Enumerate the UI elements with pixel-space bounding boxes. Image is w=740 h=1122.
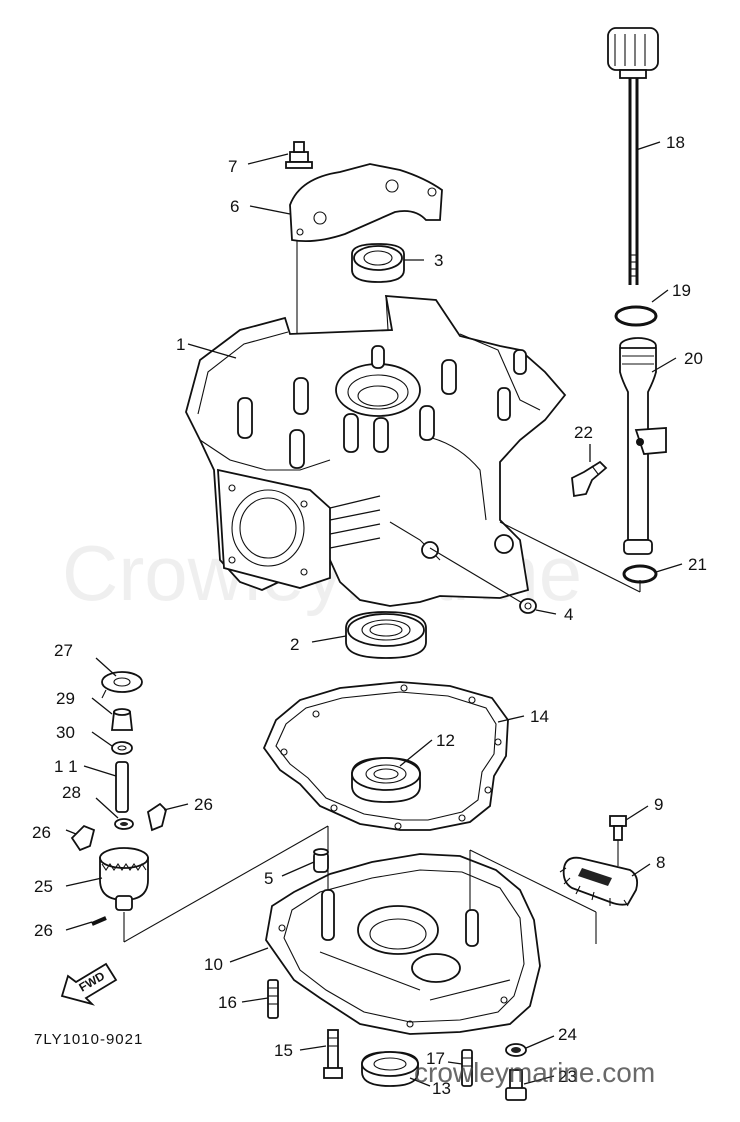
part-25-gear <box>99 847 149 911</box>
callout-7: 7 <box>228 157 237 176</box>
part-26-clip-right <box>146 802 167 832</box>
callout-13: 13 <box>432 1079 451 1098</box>
callout-28: 27 <box>54 641 73 660</box>
callout-26-left: 26 <box>32 823 51 842</box>
part-16-stud <box>267 979 279 1019</box>
part-15-bolt <box>323 1029 343 1079</box>
callout-5: 5 <box>264 869 273 888</box>
part-28-washer <box>101 671 143 699</box>
watermark-url: crowleymarine.com <box>414 1057 655 1088</box>
callout-20: 20 <box>684 349 703 368</box>
callout-22: 22 <box>574 423 593 442</box>
callout-10: 10 <box>204 955 223 974</box>
callout-6: 6 <box>230 197 239 216</box>
part-14-gasket <box>262 681 509 831</box>
callout-18: 18 <box>666 133 685 152</box>
part-29-washer <box>114 818 134 830</box>
part-7-bolt <box>285 141 313 169</box>
part-21-o-ring <box>622 564 658 584</box>
callout-8: 8 <box>656 853 665 872</box>
callout-23: 23 <box>558 1067 577 1086</box>
diagram-code: 7LY1010-9021 <box>34 1031 143 1048</box>
callout-14: 14 <box>530 707 549 726</box>
part-1-crankcase <box>185 295 567 607</box>
part-3-oil-seal <box>351 243 405 283</box>
callout-labels: 7 6 3 1 18 19 20 22 21 4 2 27 29 30 1 1 … <box>32 133 707 1098</box>
part-6-bracket-plate <box>289 163 443 243</box>
part-5-dowel <box>313 848 329 873</box>
callout-12: 12 <box>436 731 455 750</box>
part-20-oil-filler-tube <box>619 337 667 555</box>
callout-31: 30 <box>56 723 75 742</box>
callout-4: 4 <box>564 605 573 624</box>
part-9-bolt <box>609 815 627 841</box>
part-11-shaft <box>115 761 129 813</box>
callout-30: 29 <box>56 689 75 708</box>
part-12-bearing <box>351 757 421 803</box>
part-19-o-ring <box>614 305 658 327</box>
callout-3: 3 <box>434 251 443 270</box>
part-13-oil-seal <box>361 1051 419 1087</box>
callout-19: 19 <box>672 281 691 300</box>
callout-26-right: 26 <box>194 795 213 814</box>
callout-29: 28 <box>62 783 81 802</box>
callout-16: 16 <box>218 993 237 1012</box>
part-27-pin <box>91 916 107 926</box>
leader-lines <box>65 141 683 1087</box>
part-17-stud <box>461 1049 473 1087</box>
part-8-gear <box>559 856 639 907</box>
part-30-cap <box>110 708 134 731</box>
fwd-arrow-icon: FWD <box>60 962 118 1006</box>
callout-9: 9 <box>654 795 663 814</box>
part-26-clip-left <box>70 824 96 852</box>
part-2-bearing <box>345 611 427 659</box>
part-4-nut <box>519 598 537 614</box>
part-24-washer <box>505 1043 527 1057</box>
part-10-crankcase-cover <box>265 853 541 1035</box>
callout-24: 24 <box>558 1025 577 1044</box>
callout-25: 25 <box>34 877 53 896</box>
callout-15: 15 <box>274 1041 293 1060</box>
callout-1: 1 <box>176 335 185 354</box>
part-18-dipstick <box>607 27 659 285</box>
part-22-bolt <box>571 460 608 498</box>
callout-2: 2 <box>290 635 299 654</box>
callout-17: 17 <box>426 1049 445 1068</box>
callout-11: 1 1 <box>54 757 78 776</box>
part-23-drain-plug <box>505 1069 527 1101</box>
part-31-washer <box>111 741 133 755</box>
callout-21: 21 <box>688 555 707 574</box>
callout-27: 26 <box>34 921 53 940</box>
